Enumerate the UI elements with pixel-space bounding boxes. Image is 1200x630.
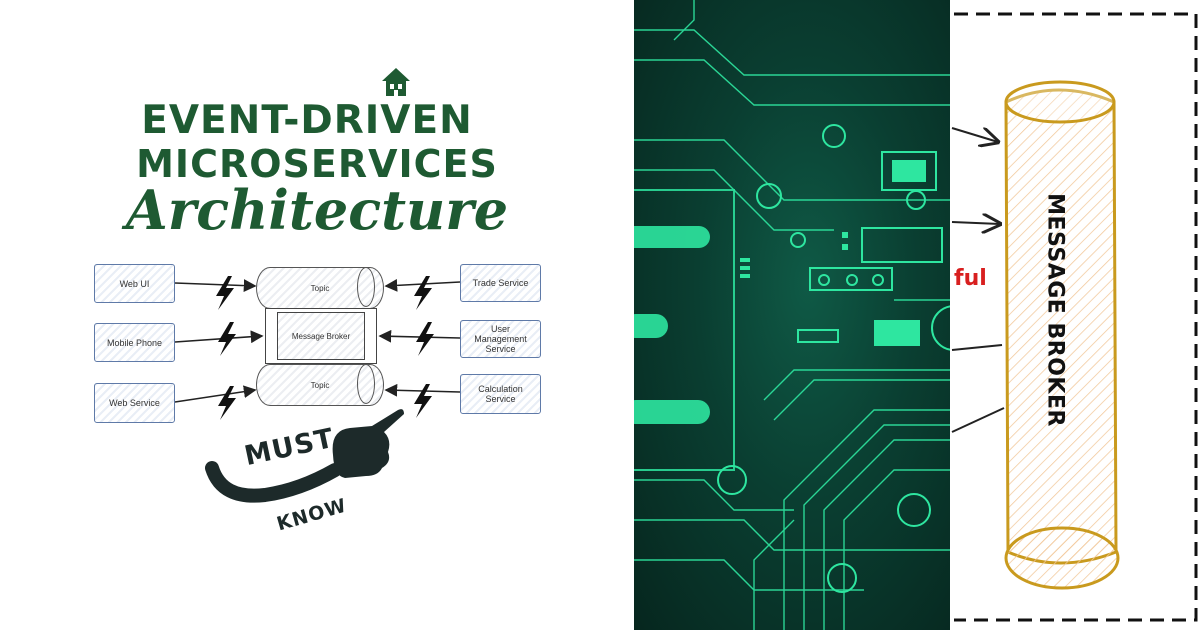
- topic-bottom: Topic: [256, 364, 384, 406]
- web-ui-box: Web UI: [94, 264, 175, 303]
- message-broker-label: Message Broker: [277, 312, 365, 360]
- dashed-frame: [954, 12, 1198, 622]
- circuit-board-panel: [634, 0, 950, 630]
- broker-sketch-illustration: [951, 12, 1198, 622]
- title-line-2: MICROSERVICES: [136, 142, 498, 186]
- title-line-1: EVENT-DRIVEN: [141, 98, 473, 143]
- house-icon: [382, 68, 410, 96]
- text-fragment: ful: [954, 266, 987, 291]
- topic-bottom-label: Topic: [310, 380, 330, 390]
- incoming-arrows: [951, 127, 1005, 433]
- topic-top: Topic: [256, 267, 384, 309]
- pointing-hand-icon: [205, 409, 404, 503]
- left-panel: EVENT-DRIVEN MICROSERVICES Architecture: [94, 68, 541, 536]
- message-broker-sketch-panel: ful: [950, 0, 1200, 630]
- circuit-board-illustration: [634, 0, 950, 630]
- topic-top-label: Topic: [310, 283, 330, 293]
- message-broker: Message Broker: [265, 308, 377, 364]
- mobile-phone-box: Mobile Phone: [94, 323, 175, 362]
- trade-service-box: Trade Service: [460, 264, 541, 302]
- broker-cylinder: [1004, 80, 1120, 590]
- web-service-box: Web Service: [94, 383, 175, 423]
- diagram-connectors: [174, 276, 461, 503]
- calculation-service-box: Calculation Service: [460, 374, 541, 414]
- cylinder-label: MESSAGE BROKER: [1042, 193, 1068, 427]
- title-line-3: Architecture: [125, 178, 509, 242]
- lightning-bolt-icon: [216, 276, 434, 420]
- user-management-service-box: User Management Service: [460, 320, 541, 358]
